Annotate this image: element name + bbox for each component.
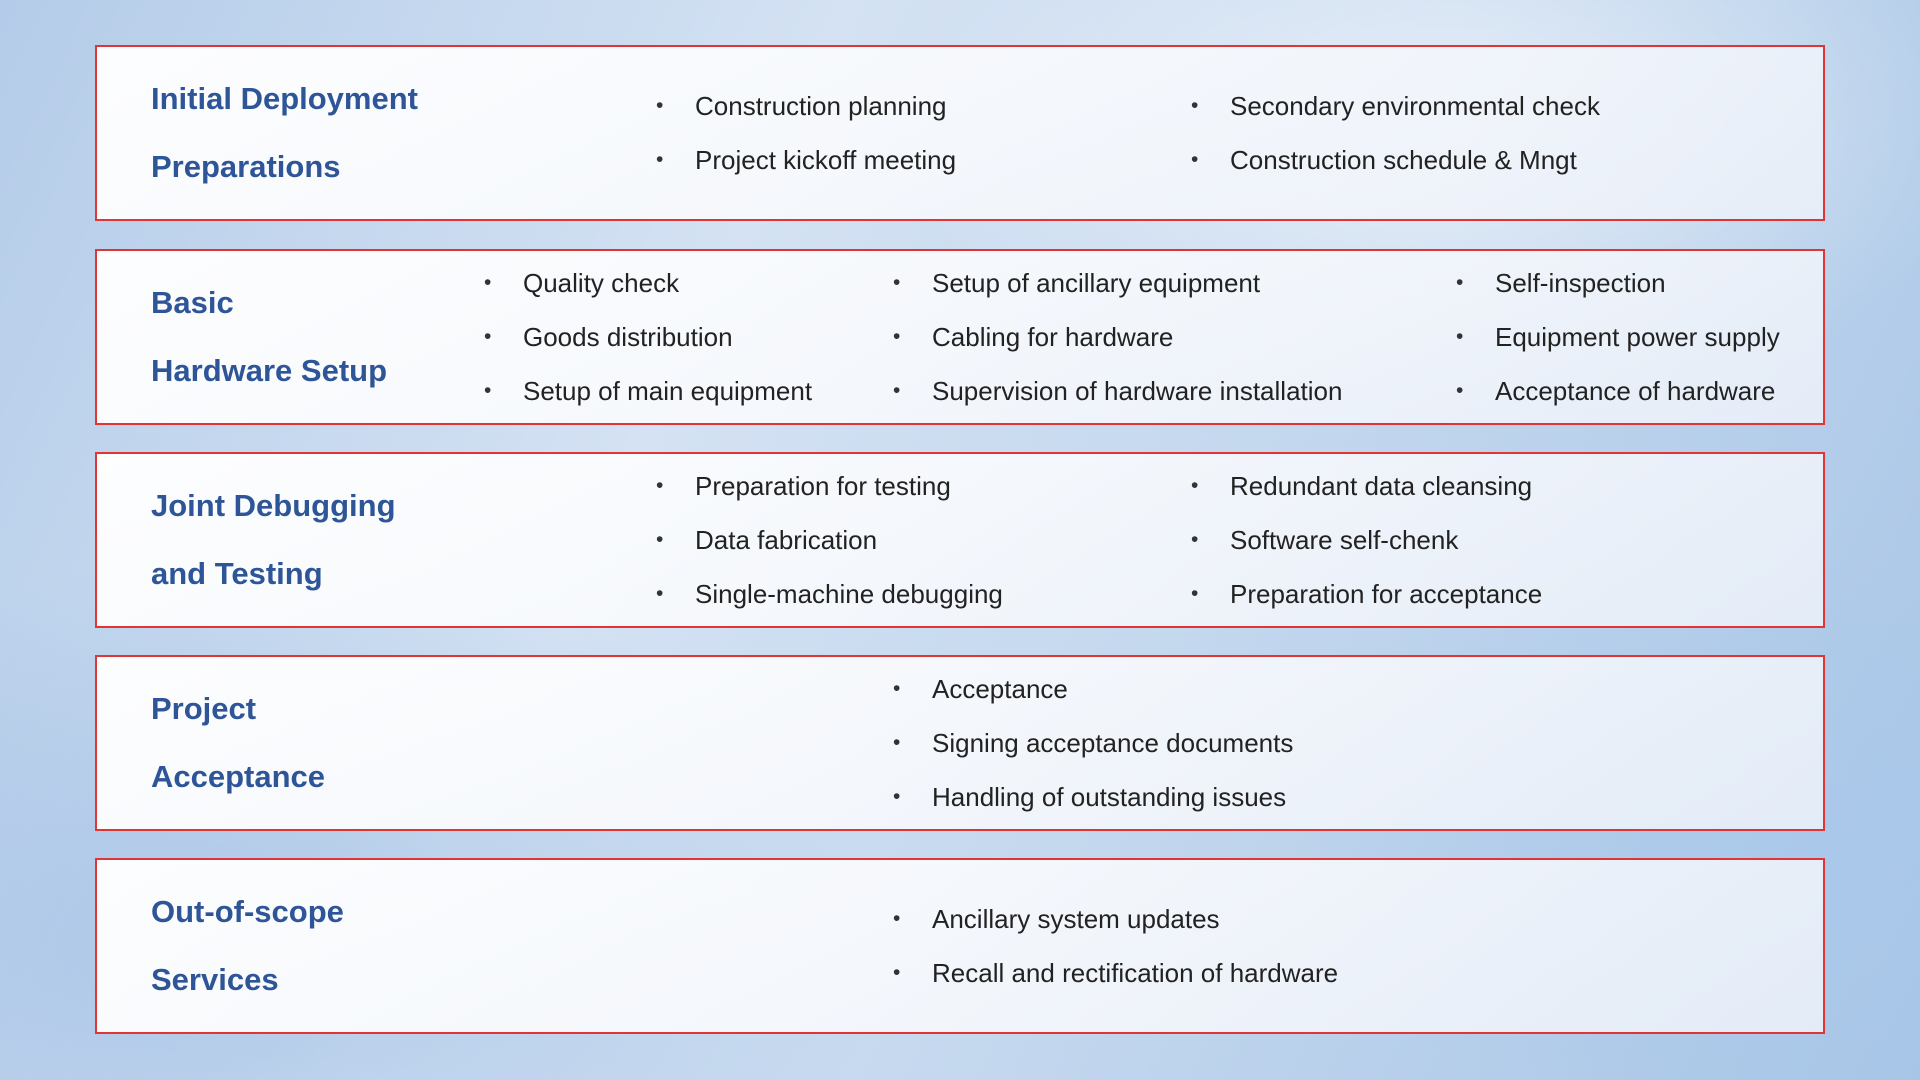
bullet-item: Recall and rectification of hardware — [889, 946, 1823, 1000]
section-title-line-2: Services — [151, 962, 279, 997]
section-title-line-1: Out-of-scope — [151, 894, 344, 929]
section-title: Project Acceptance — [151, 675, 889, 811]
bullet-item: Equipment power supply — [1452, 310, 1823, 364]
bullet-item: Supervision of hardware installation — [889, 364, 1452, 418]
bullet-column: Setup of ancillary equipment Cabling for… — [889, 256, 1452, 418]
section-title-line-2: and Testing — [151, 556, 323, 591]
bullet-item: Single-machine debugging — [652, 567, 1187, 621]
section-title: Joint Debugging and Testing — [151, 472, 652, 608]
bullet-item: Preparation for acceptance — [1187, 567, 1823, 621]
bullet-item: Goods distribution — [480, 310, 889, 364]
bullet-column: Redundant data cleansing Software self-c… — [1187, 459, 1823, 621]
bullet-item: Preparation for testing — [652, 459, 1187, 513]
bullet-item: Ancillary system updates — [889, 892, 1823, 946]
section-title: Out-of-scope Services — [151, 878, 889, 1014]
bullet-item: Signing acceptance documents — [889, 716, 1823, 770]
bullet-item: Setup of main equipment — [480, 364, 889, 418]
section-title: Basic Hardware Setup — [151, 269, 480, 405]
section-title-line-1: Initial Deployment — [151, 81, 418, 116]
bullet-item: Secondary environmental check — [1187, 79, 1823, 133]
bullet-item: Construction schedule & Mngt — [1187, 133, 1823, 187]
bullet-item: Cabling for hardware — [889, 310, 1452, 364]
bullet-column: Self-inspection Equipment power supply A… — [1452, 256, 1823, 418]
section-title-line-2: Preparations — [151, 149, 341, 184]
bullet-item: Quality check — [480, 256, 889, 310]
bullet-column: Secondary environmental check Constructi… — [1187, 79, 1823, 187]
bullet-item: Acceptance of hardware — [1452, 364, 1823, 418]
section-title-line-1: Basic — [151, 285, 234, 320]
bullet-item: Project kickoff meeting — [652, 133, 1187, 187]
section-initial-deployment-preparations: Initial Deployment Preparations Construc… — [95, 45, 1825, 221]
section-basic-hardware-setup: Basic Hardware Setup Quality check Goods… — [95, 249, 1825, 425]
section-project-acceptance: Project Acceptance Acceptance Signing ac… — [95, 655, 1825, 831]
bullet-column: Quality check Goods distribution Setup o… — [480, 256, 889, 418]
bullet-column: Acceptance Signing acceptance documents … — [889, 662, 1823, 824]
section-title-line-1: Project — [151, 691, 257, 726]
bullet-item: Construction planning — [652, 79, 1187, 133]
section-out-of-scope-services: Out-of-scope Services Ancillary system u… — [95, 858, 1825, 1034]
section-joint-debugging-and-testing: Joint Debugging and Testing Preparation … — [95, 452, 1825, 628]
section-title-line-2: Hardware Setup — [151, 353, 388, 388]
bullet-column: Construction planning Project kickoff me… — [652, 79, 1187, 187]
bullet-item: Data fabrication — [652, 513, 1187, 567]
bullet-column: Ancillary system updates Recall and rect… — [889, 892, 1823, 1000]
bullet-item: Software self-chenk — [1187, 513, 1823, 567]
bullet-item: Acceptance — [889, 662, 1823, 716]
bullet-item: Redundant data cleansing — [1187, 459, 1823, 513]
bullet-column: Preparation for testing Data fabrication… — [652, 459, 1187, 621]
bullet-item: Setup of ancillary equipment — [889, 256, 1452, 310]
bullet-item: Handling of outstanding issues — [889, 770, 1823, 824]
section-title: Initial Deployment Preparations — [151, 65, 652, 201]
section-title-line-1: Joint Debugging — [151, 488, 396, 523]
bullet-item: Self-inspection — [1452, 256, 1823, 310]
section-title-line-2: Acceptance — [151, 759, 326, 794]
